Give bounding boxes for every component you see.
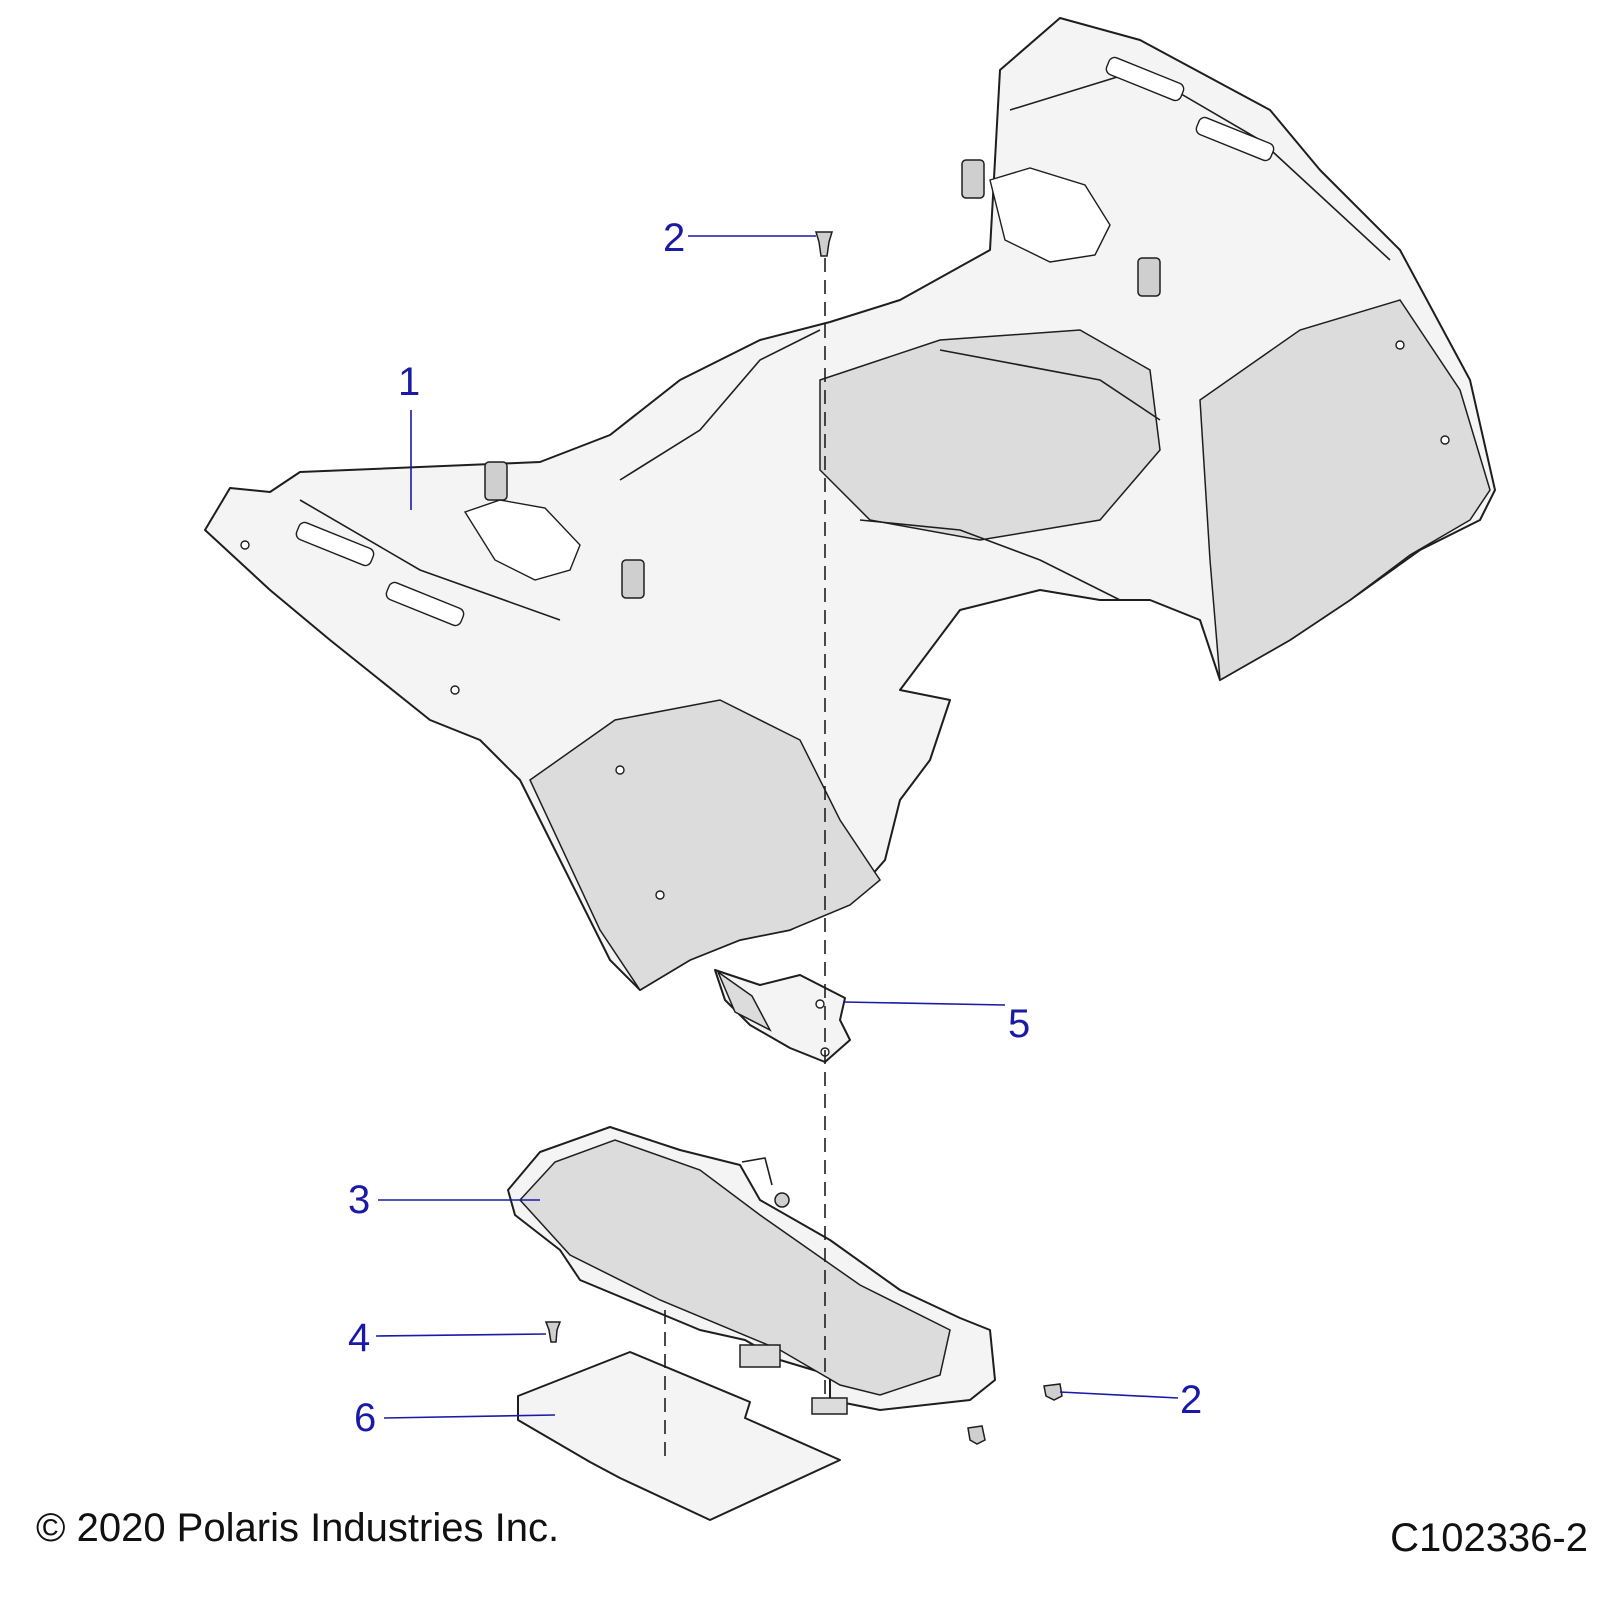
copyright-notice: © 2020 Polaris Industries Inc. [36, 1506, 560, 1550]
leader-line-6 [383, 1414, 556, 1419]
callout-part-2-bottom: 2 [1180, 1378, 1203, 1422]
callout-part-3: 3 [348, 1178, 371, 1222]
callout-part-5: 5 [1008, 1002, 1031, 1046]
fastener-part-2-top [814, 231, 834, 257]
callout-part-2-top: 2 [663, 216, 686, 260]
rear-fender-body [204, 17, 1496, 992]
fastener-part-2-bottom [967, 1383, 1063, 1445]
fastener-part-4 [544, 1321, 562, 1343]
drawing-id: C102336-2 [1390, 1516, 1588, 1560]
bracket-part-5 [714, 969, 851, 1063]
leader-line-4 [375, 1333, 547, 1337]
leader-line-5 [842, 1001, 1006, 1006]
storage-tray-part-3 [507, 1126, 996, 1415]
callout-part-1: 1 [398, 360, 421, 404]
callout-part-6: 6 [354, 1396, 377, 1440]
leader-line-2-bottom [1059, 1391, 1179, 1399]
callout-part-4: 4 [348, 1316, 371, 1360]
pad-part-6 [517, 1351, 841, 1521]
